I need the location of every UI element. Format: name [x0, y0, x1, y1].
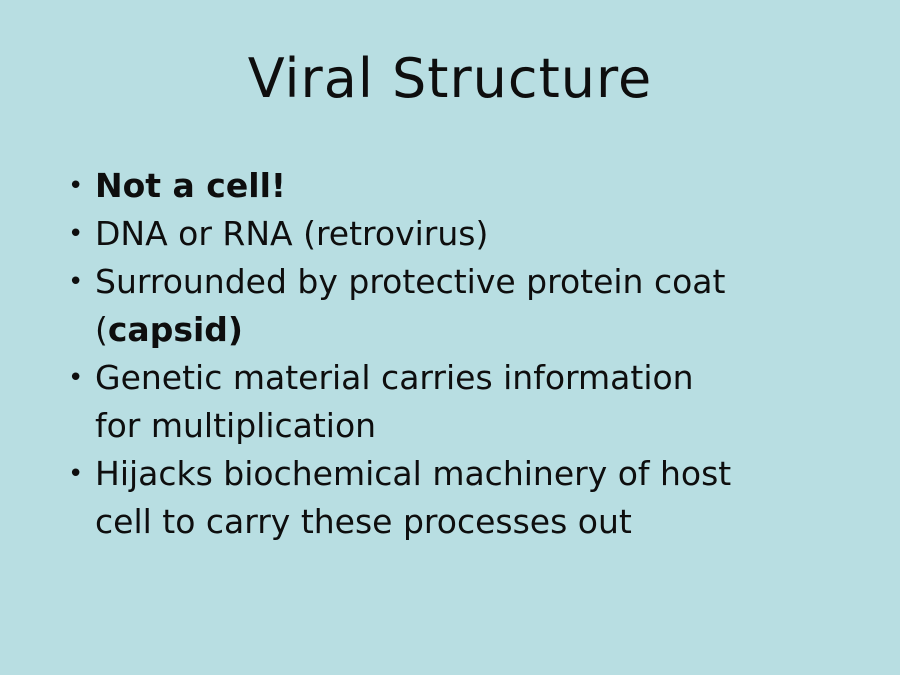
bullet-text-segment: ( [95, 310, 108, 349]
bullet-item: • Genetic material carries information for… [68, 354, 860, 450]
bullet-text: DNA or RNA (retrovirus) [95, 210, 860, 258]
bullet-dot: • [68, 267, 84, 297]
bullet-text-segment: for multiplication [95, 406, 377, 445]
bullet-text-segment: Surrounded by protective protein coat [95, 262, 726, 301]
bullet-text-bold-segment: Not a cell! [95, 166, 286, 205]
bullet-dot: • [68, 459, 84, 489]
bullet-text: Hijacks biochemical machinery of host cel… [95, 450, 860, 546]
bullet-dot: • [68, 363, 84, 393]
bullet-item: • Surrounded by protective protein coat (c… [68, 258, 860, 354]
bullet-text-segment: DNA or RNA (retrovirus) [95, 214, 489, 253]
bullet-text: Genetic material carries information for … [95, 354, 860, 450]
bullet-text-segment: cell to carry these processes out [95, 502, 632, 541]
bullet-text-segment: Hijacks biochemical machinery of host [95, 454, 732, 493]
bullet-text: Not a cell! [95, 162, 860, 210]
bullet-text-segment: Genetic material carries information [95, 358, 694, 397]
bullet-text: Surrounded by protective protein coat (ca… [95, 258, 860, 354]
bullet-item: • Hijacks biochemical machinery of host ce… [68, 450, 860, 546]
bullet-text-bold-segment: capsid) [107, 310, 243, 349]
bullet-item: • DNA or RNA (retrovirus) [68, 210, 860, 258]
bullet-item: • Not a cell! [68, 162, 860, 210]
bullet-list: • Not a cell! • DNA or RNA (retrovirus) • Sur… [0, 162, 900, 546]
slide-title: Viral Structure [247, 47, 653, 110]
bullet-dot: • [68, 171, 84, 201]
bullet-dot: • [68, 219, 84, 249]
